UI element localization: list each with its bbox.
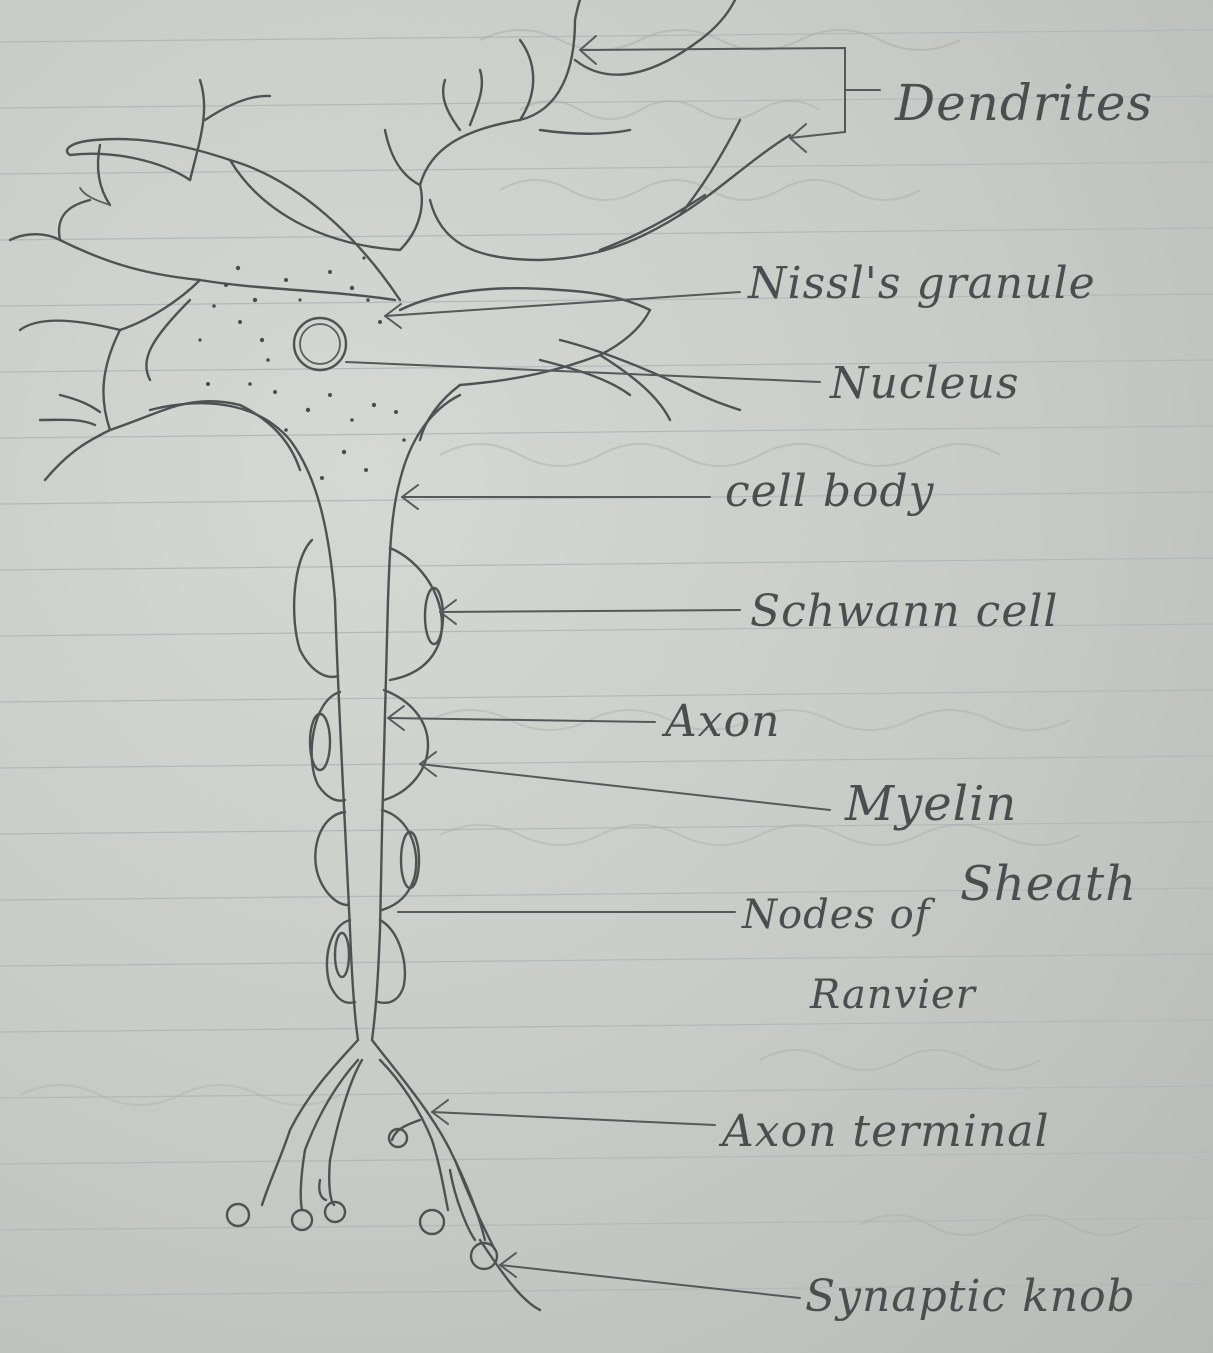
nucleolus-ring: [300, 324, 340, 364]
label-dendrites: Dendrites: [895, 78, 1153, 128]
myelin-leader: [420, 764, 830, 810]
dendrites: [10, 0, 790, 480]
nucleus: [294, 318, 346, 370]
label-synaptic-knob: Synaptic knob: [805, 1275, 1136, 1319]
label-nucleus: Nucleus: [830, 362, 1020, 406]
label-nissl-granule: Nissl's granule: [748, 262, 1096, 306]
label-nodes-of: Nodes of: [742, 895, 931, 935]
label-sheath: Sheath: [960, 860, 1137, 908]
label-myelin: Myelin: [845, 780, 1017, 828]
nucleus-leader: [346, 362, 820, 382]
schwann-leader: [440, 610, 740, 612]
label-ranvier: Ranvier: [810, 975, 976, 1015]
myelin-sheath: [294, 540, 443, 1003]
label-schwann-cell: Schwann cell: [750, 590, 1059, 634]
synaptic-knob-5: [420, 1210, 444, 1234]
axon-terminal-leader: [432, 1112, 715, 1125]
axon: [335, 600, 388, 1040]
label-cell-body: cell body: [725, 470, 935, 514]
axon-leader: [388, 718, 655, 722]
axon-terminal: [227, 1040, 540, 1310]
label-axon: Axon: [665, 700, 780, 744]
synaptic-knob-leader: [500, 1265, 800, 1298]
label-axon-terminal: Axon terminal: [722, 1110, 1050, 1154]
synaptic-knob-1: [227, 1204, 249, 1226]
synaptic-knob-2: [292, 1210, 312, 1230]
